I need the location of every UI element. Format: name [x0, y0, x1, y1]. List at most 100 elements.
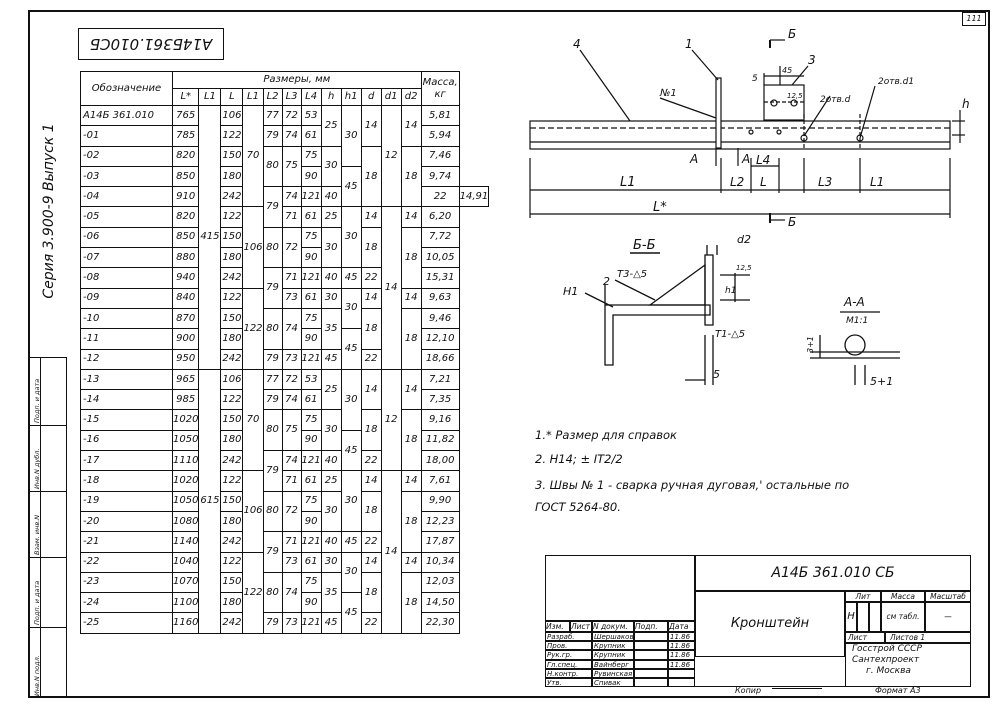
table-cell: 950 [171, 348, 200, 370]
tb-date: 11.86 [668, 641, 695, 651]
table-cell: 121 [300, 186, 322, 208]
tb-izm: Изм. [545, 621, 570, 632]
table-cell: 14,91 [458, 186, 490, 208]
col-header: h [320, 88, 342, 106]
table-cell: 74 [281, 389, 302, 411]
table-cell: 14 [400, 206, 422, 228]
table-cell: 80 [262, 226, 283, 269]
table-cell: -19 [80, 490, 173, 512]
table-cell: 30 [340, 551, 362, 594]
tb-scale-header: Масштаб [925, 591, 971, 602]
tb-signature [634, 632, 668, 642]
table-cell: 45 [340, 267, 362, 289]
label-weld-t1: Т1-△5 [715, 329, 745, 340]
table-cell: 90 [300, 247, 322, 269]
table-cell: 910 [171, 186, 200, 208]
tb-person: Шершакова [592, 632, 634, 642]
table-cell: 7,61 [420, 470, 460, 492]
table-cell: 30 [320, 226, 342, 269]
table-cell: 30 [320, 490, 342, 533]
gusset-part-2 [648, 263, 706, 306]
table-cell: 1110 [171, 450, 200, 472]
label-dim-31: 3+1 [806, 336, 815, 353]
tb-list: Лист [570, 621, 592, 632]
tb-person: Рувинская [592, 668, 634, 678]
table-cell: 72 [281, 104, 302, 127]
table-cell: 18 [360, 571, 382, 614]
table-cell: 150 [220, 307, 244, 330]
table-cell: 121 [300, 612, 322, 634]
tb-sheets: Листов 1 [885, 632, 971, 643]
label-l2: L2 [730, 175, 744, 189]
table-cell: 12,23 [420, 510, 460, 533]
label-l3: L3 [818, 175, 832, 189]
table-cell: 73 [281, 612, 302, 634]
col-header: L4 [300, 88, 322, 106]
table-cell: 14 [400, 551, 422, 573]
label-lstar: L* [653, 200, 667, 215]
tb-signature [634, 678, 668, 688]
table-cell: 18 [400, 409, 422, 472]
table-cell: 30 [320, 287, 342, 309]
tb-org: Госстрой СССР Сантехпроект г. Москва [845, 643, 971, 687]
table-cell: 150 [220, 571, 244, 594]
table-cell: 14 [360, 368, 382, 411]
table-cell: 106 [242, 470, 264, 553]
plate-part-1 [715, 77, 722, 149]
table-cell: 25 [320, 206, 342, 228]
table-cell: 820 [171, 206, 200, 228]
col-header: L1 [242, 88, 264, 106]
table-cell: 122 [242, 551, 264, 634]
section-bb-title: Б-Б [633, 238, 656, 253]
tb-role: Н.контр. [545, 668, 592, 678]
table-cell: 25 [320, 470, 342, 492]
table-cell: 7,35 [420, 389, 460, 411]
table-cell: 122 [220, 125, 244, 147]
table-cell: 870 [171, 307, 200, 330]
page-number: 111 [962, 12, 986, 26]
table-cell: 180 [220, 510, 244, 533]
col-header: L* [171, 88, 200, 106]
table-cell: 11,82 [420, 429, 460, 452]
table-cell: -21 [80, 531, 173, 553]
table-cell: 73 [281, 287, 302, 309]
table-cell: 7,72 [420, 226, 460, 249]
table-cell: 75 [300, 571, 322, 594]
table-cell: 53 [300, 104, 322, 127]
table-cell: А14Б 361.010 [80, 104, 173, 127]
table-cell: 75 [300, 307, 322, 330]
note-2: 2. Н14; ± IT2/2 [535, 452, 623, 466]
table-cell: 80 [262, 409, 283, 452]
label-H1: Н1 [563, 285, 578, 298]
table-cell: 45 [340, 429, 362, 472]
col-header: L1 [198, 88, 222, 106]
stamp-cell: Подп. и дата [28, 357, 66, 425]
table-cell: 25 [320, 368, 342, 411]
tb-role: Пров. [545, 641, 592, 651]
label-hole-d: 2отв.d [820, 95, 851, 105]
table-cell: 18 [360, 226, 382, 269]
tb-data: Дата [668, 621, 695, 632]
header-mass: Масса, кг [420, 71, 460, 106]
title-block: Изм. Лист N докум. Подп. Дата Разраб.Шер… [545, 555, 971, 695]
table-cell: 17,87 [420, 531, 460, 553]
table-cell: -18 [80, 470, 173, 492]
table-cell: 30 [320, 145, 342, 188]
col-header: d2 [400, 88, 422, 106]
table-cell: 850 [171, 165, 200, 188]
table-cell: -10 [80, 307, 173, 330]
table-cell: 180 [220, 328, 244, 350]
table-cell: 18 [360, 490, 382, 533]
table-cell: 25 [320, 105, 342, 147]
table-cell: 1020 [171, 409, 200, 431]
table-cell: 900 [171, 328, 200, 350]
label-h: h [962, 97, 970, 111]
